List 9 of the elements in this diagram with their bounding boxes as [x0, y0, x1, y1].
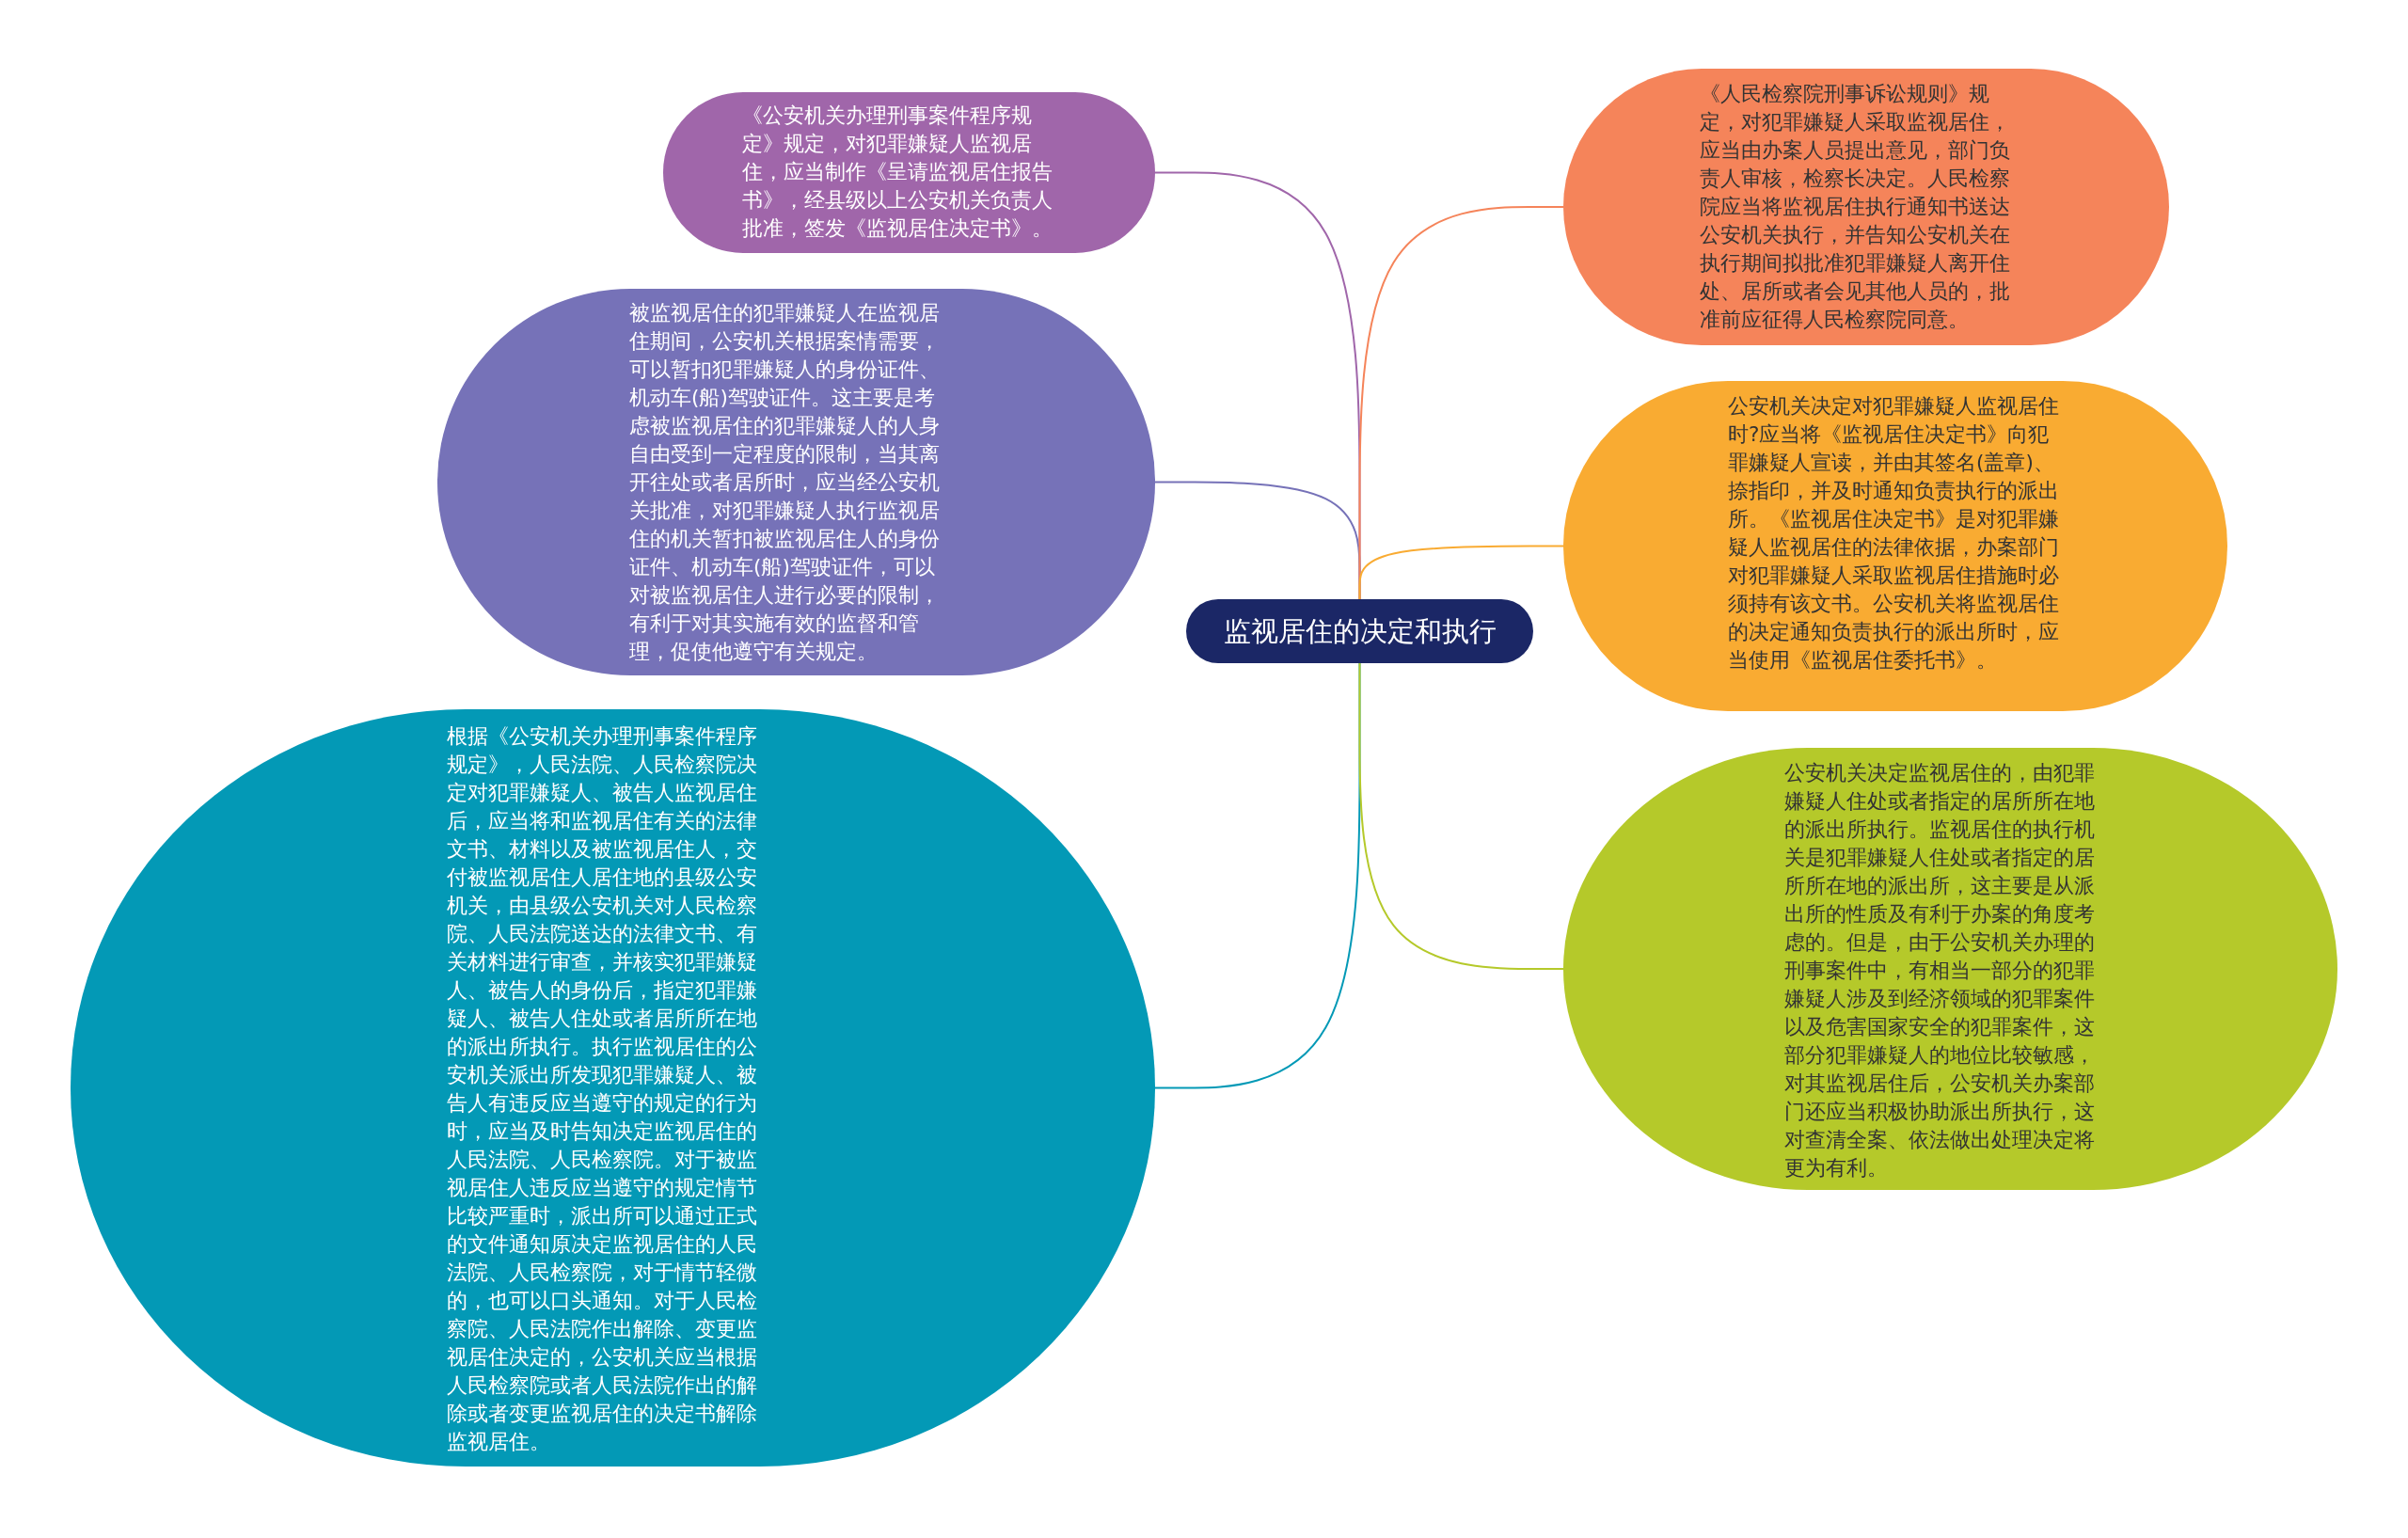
connector — [1358, 545, 1564, 600]
topic-text: 公安机关决定对犯罪嫌疑人监视居住时?应当将《监视居住决定书》向犯罪嫌疑人宣读，并由其签名(盖章)、捺指印，并及时通知负责执行的派出所。《监视居住决定书》是对犯罪嫌疑人监视居住的法律依据，办案部门对犯罪嫌疑人采取监视居住措施时必须持有该文书。公安机关将监视居住的决定通知负责执行的派出所时，应当使用《监视居住委托书》。 — [1728, 393, 2060, 674]
topic-text: 根据《公安机关办理刑事案件程序规定》，人民法院、人民检察院决定对犯罪嫌疑人、被告人监视居住后，应当将和监视居住有关的法律文书、材料以及被监视居住人，交付被监视居住人居住地的县级公安机关，由县级公安机关对人民检察院、人民法院送达的法律文书、有关材料进行审查，并核实犯罪嫌疑人、被告人的身份后，指定犯罪嫌疑人、被告人住处或者居所所在地的派出所执行。执行监视居住的公安机关派出所发现犯罪嫌疑人、被告人有违反应当遵守的规定的行为时，应当及时告知决定监视居住的人民法院、人民检察院。对于被监视居住人违反应当遵守的规定情节比较严重时，派出所可以通过正式的文件通知原决定监视居住的人民法院、人民检察院，对于情节轻微的，也可以口头通知。对于人民检察院、人民法院作出解除、变更监视居住决定的，公安机关应当根据人民检察院或者人民法院作出的解除或者变更监视居住的决定书解除监视居住。 — [447, 723, 758, 1455]
topic-text: 被监视居住的犯罪嫌疑人在监视居住期间，公安机关根据案情需要，可以暂扣犯罪嫌疑人的身份证件、机动车(船)驾驶证件。这主要是考虑被监视居住的犯罪嫌疑人的人身自由受到一定程度的限制，当其离开往处或者居所时，应当经公安机关批准，对犯罪嫌疑人执行监视居住的机关暂扣被监视居住人的身份证件、机动车(船)驾驶证件，可以对被监视居住人进行必要的限制，有利于对其实施有效的监督和管理，促使他遵守有关规定。 — [629, 300, 941, 665]
topic-text: 《公安机关办理刑事案件程序规定》规定，对犯罪嫌疑人监视居住，应当制作《呈请监视居住报告书》，经县级以上公安机关负责人批准，签发《监视居住决定书》。 — [742, 103, 1054, 242]
connector — [1358, 662, 1564, 970]
topic-text: 公安机关决定监视居住的，由犯罪嫌疑人住处或者指定的居所所在地的派出所执行。监视居住的执行机关是犯罪嫌疑人住处或者指定的居所所在地的派出所，这主要是从派出所的性质及有利于办案的角度考虑的。但是，由于公安机关办理的刑事案件中，有相当一部分的犯罪嫌疑人涉及到经济领域的犯罪案件以及危害国家安全的犯罪案件，这部分犯罪嫌疑人的地位比较敏感，对其监视居住后，公安机关办案部门还应当积极协助派出所执行，这对查清全案、依法做出处理决定将更为有利。 — [1784, 760, 2096, 1181]
topic-text: 《人民检察院刑事诉讼规则》规定，对犯罪嫌疑人采取监视居住，应当由办案人员提出意见，部门负责人审核，检察长决定。人民检察院应当将监视居住执行通知书送达公安机关执行，并告知公安机关在执行期间拟批准犯罪嫌疑人离开住处、居所或者会见其他人员的，批准前应征得人民检察院同意。 — [1700, 81, 2011, 333]
topic-title: 监视居住的决定和执行 — [1222, 614, 1497, 649]
